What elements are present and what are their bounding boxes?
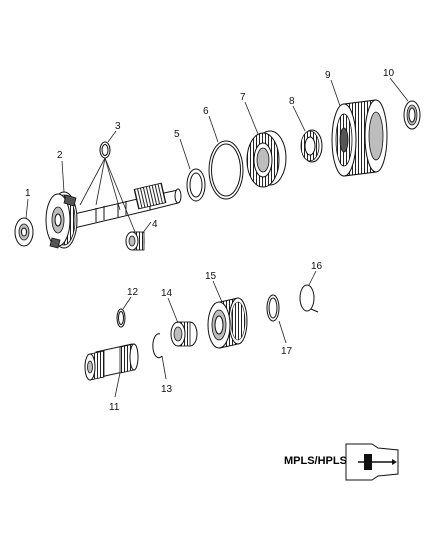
part-9-planetary-carrier bbox=[331, 99, 388, 177]
callout-10: 10 bbox=[383, 68, 395, 79]
part-4-needle-bearing bbox=[125, 231, 145, 251]
part-5-thrust-washer bbox=[186, 168, 206, 202]
model-tag: MPLS/HPLS bbox=[284, 455, 347, 467]
part-2-output-shaft bbox=[45, 182, 182, 249]
callout-6: 6 bbox=[203, 106, 209, 117]
callout-13: 13 bbox=[161, 384, 173, 395]
part-14-needle-bearing bbox=[170, 321, 198, 347]
part-7-ring-gear bbox=[246, 130, 287, 188]
model-tag-label: MPLS/HPLS bbox=[284, 455, 347, 467]
callout-5: 5 bbox=[174, 129, 180, 140]
callout-17: 17 bbox=[281, 346, 293, 357]
callout-15: 15 bbox=[205, 271, 217, 282]
callout-1: 1 bbox=[25, 188, 31, 199]
part-11-sun-gear-shaft bbox=[84, 343, 139, 381]
callout-16: 16 bbox=[311, 261, 323, 272]
part-1-bearing-race bbox=[14, 217, 34, 247]
callout-12: 12 bbox=[127, 287, 139, 298]
callout-7: 7 bbox=[240, 92, 246, 103]
part-8-bearing bbox=[300, 129, 323, 163]
part-6-snap-ring bbox=[208, 140, 244, 200]
part-3-ring bbox=[99, 141, 111, 159]
transmission-silhouette-icon bbox=[345, 443, 399, 481]
callout-11: 11 bbox=[109, 402, 120, 413]
part-10-ring bbox=[403, 100, 421, 130]
callout-14: 14 bbox=[161, 288, 173, 299]
callout-2: 2 bbox=[57, 150, 63, 161]
callout-labels: 1 2 3 4 5 6 7 8 9 10 11 12 13 14 15 16 1… bbox=[25, 68, 395, 413]
part-16-clip-ring bbox=[299, 284, 319, 313]
part-13-retaining-ring bbox=[152, 333, 163, 359]
callout-leaders bbox=[25, 77, 409, 398]
callout-9: 9 bbox=[325, 70, 331, 81]
part-15-gear bbox=[207, 297, 248, 349]
part-3-leader-lines bbox=[79, 157, 136, 233]
callout-3: 3 bbox=[115, 121, 121, 132]
part-12-snap-ring bbox=[116, 308, 126, 328]
callout-8: 8 bbox=[289, 96, 295, 107]
part-17-ring bbox=[266, 294, 280, 322]
callout-4: 4 bbox=[152, 219, 158, 230]
